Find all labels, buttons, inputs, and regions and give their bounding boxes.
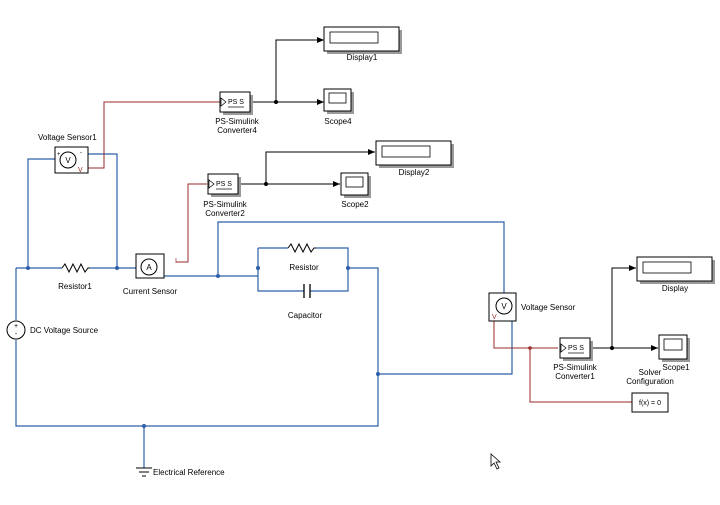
ps-converter1-label-line2: Converter1 (555, 372, 595, 381)
ps-converter4-icon: PS S (228, 99, 244, 106)
svg-text:+: + (57, 152, 61, 158)
display2-label: Display2 (399, 168, 430, 177)
resistor-label: Resistor (289, 263, 319, 272)
current-sensor-block[interactable]: A I Current Sensor (123, 253, 178, 296)
electrical-reference-label: Electrical Reference (153, 468, 225, 477)
svg-text:-: - (80, 150, 82, 156)
svg-text:-: - (15, 331, 18, 338)
ps-converter4-label-line1: PS-Simulink (215, 117, 260, 126)
svg-text:+: + (14, 323, 18, 330)
scope2-label: Scope2 (341, 200, 369, 209)
ps-converter4-block[interactable]: PS S PS-Simulink Converter4 (215, 91, 260, 135)
physical-wiring (15, 153, 513, 468)
svg-text:V: V (492, 314, 497, 321)
svg-text:V: V (501, 302, 507, 311)
ps-converter2-label-line1: PS-Simulink (203, 200, 248, 209)
ps-converter1-label-line1: PS-Simulink (553, 363, 598, 372)
scope4-label: Scope4 (324, 117, 352, 126)
ps-converter1-icon: PS S (568, 345, 584, 352)
dc-voltage-source-label: DC Voltage Source (30, 326, 99, 335)
svg-text:I: I (175, 258, 177, 265)
ps-signal-lines (84, 101, 632, 403)
solver-label-line1: Solver (639, 368, 662, 377)
ps-converter2-block[interactable]: PS S PS-Simulink Converter2 (203, 173, 248, 218)
ps-converter4-label-line2: Converter4 (217, 126, 257, 135)
signal-junction-dots (264, 100, 614, 350)
scope2-block[interactable]: Scope2 (340, 172, 371, 209)
svg-text:V: V (78, 167, 83, 174)
resistor1-label: Resistor1 (58, 282, 92, 291)
current-sensor-label: Current Sensor (123, 287, 178, 296)
solver-icon: f(x) = 0 (639, 400, 661, 407)
mouse-cursor-icon (490, 453, 502, 470)
display2-block[interactable]: Display2 (375, 140, 454, 177)
voltage-sensor-label: Voltage Sensor (521, 303, 576, 312)
display1-block[interactable]: Display1 (323, 26, 402, 62)
signal-lines (238, 37, 658, 351)
junction-dots (26, 266, 380, 428)
resistor-block[interactable]: Resistor (287, 242, 319, 272)
display1-label: Display1 (347, 53, 378, 62)
svg-text:A: A (146, 263, 152, 272)
capacitor-block[interactable]: Capacitor (288, 284, 323, 320)
dc-voltage-source-block[interactable]: + - DC Voltage Source (6, 320, 99, 340)
solver-label-line2: Configuration (626, 377, 674, 386)
solver-configuration-block[interactable]: Solver Configuration f(x) = 0 (626, 368, 674, 413)
ps-converter1-block[interactable]: PS S PS-Simulink Converter1 (553, 337, 598, 381)
ps-converter2-label-line2: Converter2 (205, 209, 245, 218)
svg-text:V: V (65, 156, 71, 165)
scope4-block[interactable]: Scope4 (323, 88, 354, 126)
capacitor-label: Capacitor (288, 311, 323, 320)
display-block[interactable]: Display (636, 256, 715, 293)
voltage-sensor1-label: Voltage Sensor1 (38, 133, 97, 142)
ps-junction-dots (528, 346, 532, 350)
scope1-label: Scope1 (662, 363, 690, 372)
voltage-sensor-block[interactable]: V V Voltage Sensor (488, 292, 576, 322)
scope1-block[interactable]: Scope1 (658, 334, 690, 372)
resistor1-block[interactable]: Resistor1 (58, 262, 92, 291)
electrical-reference-block[interactable]: Electrical Reference (136, 467, 225, 477)
ps-converter2-icon: PS S (216, 181, 232, 188)
display-label: Display (662, 284, 688, 293)
voltage-sensor1-block[interactable]: Voltage Sensor1 V V + - (38, 133, 97, 174)
